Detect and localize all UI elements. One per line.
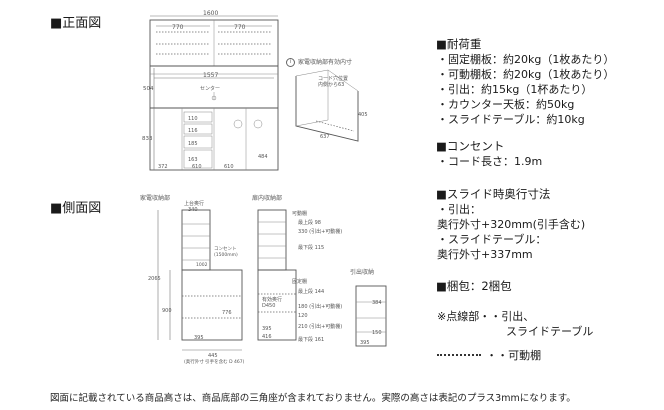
- detail-405: 405: [358, 112, 368, 118]
- slide-item: 奥行外寸+337mm: [437, 248, 533, 261]
- outlet-label: コンセント: [214, 246, 237, 252]
- s120: 120: [298, 313, 308, 319]
- drawer-484: 484: [258, 154, 268, 160]
- outlet-title: ■コンセント: [436, 139, 505, 153]
- front-view-drawing: 1600 770 770 1557 センター 504 110 116 185 1…: [142, 10, 279, 171]
- top-depth-value: 340: [188, 207, 198, 213]
- detail-637: 637: [320, 134, 330, 140]
- bottom-610b: 610: [224, 164, 234, 170]
- bottom-372: 372: [158, 164, 168, 170]
- drawer-163: 163: [188, 157, 198, 163]
- slide-item: 奥行外寸+320mm(引手含む): [437, 218, 586, 231]
- load-list: ・固定棚板：約20kg（1枚あたり） ・可動棚板：約20kg（1枚あたり） ・引…: [437, 52, 614, 127]
- slide-list: ・引出： 奥行外寸+320mm(引手含む) ・スライドテーブル： 奥行外寸+33…: [437, 202, 585, 262]
- left-shelf-width: 770: [172, 24, 184, 31]
- drawer-116: 116: [188, 128, 198, 134]
- middle-330: 330 (引出+可動棚): [298, 229, 343, 235]
- slide-title: ■スライド時奥行寸法: [436, 187, 551, 201]
- movable-shelf-label: 可動棚: [292, 211, 308, 217]
- drawer-110: 110: [188, 116, 198, 122]
- height-504: 504: [143, 86, 154, 92]
- height-833: 833: [142, 136, 153, 142]
- lower-115: 最下段 115: [298, 245, 325, 251]
- lower-161: 最下段 161: [298, 337, 325, 343]
- depth-395c: 395: [360, 340, 370, 346]
- appliance-section-label: 家電収納部: [140, 195, 171, 202]
- front-view-title: ■正面図: [50, 16, 102, 31]
- counter-width: 1557: [203, 72, 218, 79]
- effective-depth-value: D450: [262, 303, 276, 309]
- depth-395b: 395: [262, 326, 272, 332]
- legend-dotted: ※点線部・・引出、: [437, 310, 535, 323]
- drawer-section-label: 引出収納: [350, 269, 375, 276]
- center-label: センター: [200, 85, 220, 92]
- s384: 384: [372, 300, 382, 306]
- drawer-185: 185: [188, 141, 198, 147]
- slide-item: ・引出：: [437, 203, 481, 216]
- legend-chain: ・・可動棚: [486, 349, 542, 362]
- load-title: ■耐荷重: [436, 37, 482, 51]
- outlet-item: ・コード長さ：1.9m: [437, 155, 543, 168]
- chain-line-icon: [437, 353, 481, 356]
- outer-depth: (奥行外寸 引手を含む D 467): [184, 358, 245, 365]
- effective-depth-label: 有効奥行: [262, 297, 283, 303]
- total-width-label: 1600: [203, 10, 218, 17]
- height-900: 900: [162, 308, 172, 314]
- legend-chain-row: ・・可動棚: [437, 344, 541, 363]
- detail-icon: i: [286, 58, 295, 67]
- load-item: ・引出：約15kg（1杯あたり）: [437, 83, 593, 96]
- s180: 180 (引出+可動棚): [298, 304, 343, 310]
- load-item: ・固定棚板：約20kg（1枚あたり）: [437, 53, 615, 66]
- footnote: 図面に記載されている商品高さは、商品底部の三角座が含まれておりません。実際の高さ…: [50, 393, 576, 404]
- fixed-shelf-label: 固定棚: [292, 279, 308, 285]
- slide-445: 445: [208, 353, 218, 359]
- appliance-height: 1002: [196, 262, 208, 268]
- height-2065: 2065: [148, 276, 161, 282]
- load-item: ・スライドテーブル：約10kg: [437, 113, 585, 126]
- depth-395: 395: [194, 335, 204, 341]
- s210: 210 (引出+可動棚): [298, 324, 343, 330]
- slide-item: ・スライドテーブル：: [437, 233, 547, 246]
- cord-hole-note: コード穴位置内側から63: [318, 76, 349, 88]
- side-view-title: ■側面図: [50, 201, 102, 216]
- side-view-drawing: 2065 900 上台奥行 340 コンセント (1500mm) 1002 77…: [148, 200, 387, 365]
- load-item: ・可動棚板：約20kg（1枚あたり）: [437, 68, 615, 81]
- bottom-610a: 610: [192, 164, 202, 170]
- upper-144: 最上段 144: [298, 289, 325, 295]
- right-shelf-width: 770: [234, 24, 246, 31]
- load-item: ・カウンター天板：約50kg: [437, 98, 575, 111]
- outlet-height: (1500mm): [214, 252, 238, 258]
- depth-416: 416: [262, 334, 272, 340]
- height-776: 776: [222, 310, 232, 316]
- pack-title: ■梱包：2梱包: [436, 279, 512, 293]
- appliance-detail-drawing: 637 405: [295, 69, 368, 142]
- legend-dotted-second: スライドテーブル: [506, 325, 594, 338]
- top-depth-label: 上台奥行: [184, 200, 204, 207]
- interior-section-label: 扉内収納部: [252, 195, 283, 202]
- upper-98: 最上段 98: [298, 220, 321, 226]
- s150: 150: [372, 330, 382, 336]
